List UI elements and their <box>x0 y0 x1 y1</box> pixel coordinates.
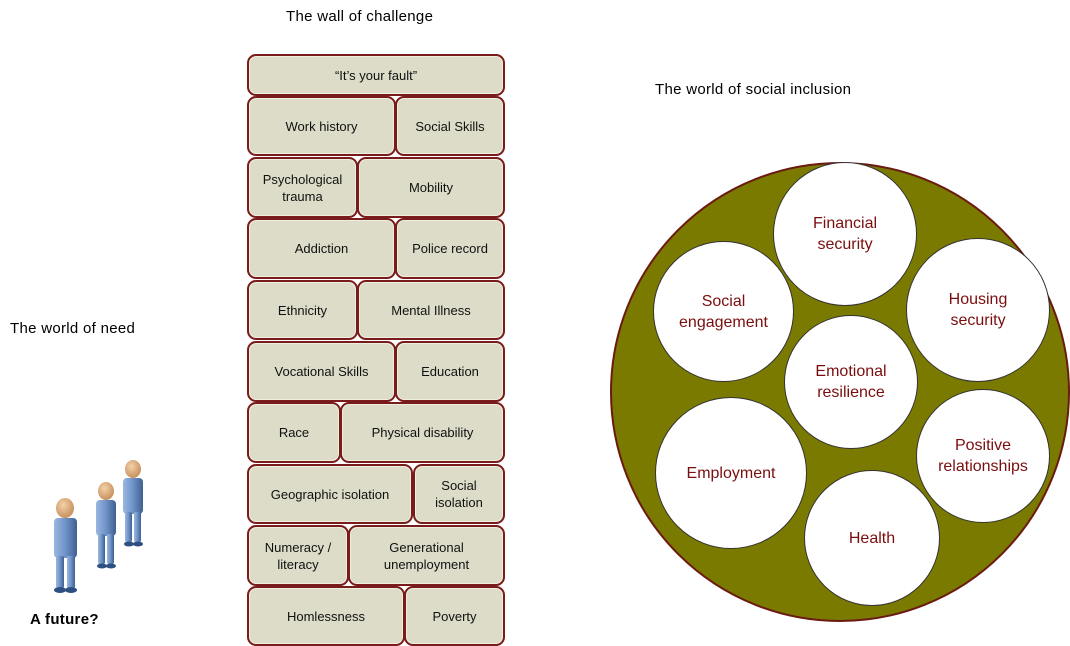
bubble-positive-relationships: Positive relationships <box>916 389 1050 523</box>
brick: Poverty <box>404 586 505 646</box>
future-title: A future? <box>30 611 99 628</box>
brick: Psychological trauma <box>247 157 358 218</box>
bubble-health: Health <box>804 470 940 606</box>
brick: Work history <box>247 96 396 156</box>
brick: Homlessness <box>247 586 405 646</box>
brick: Social Skills <box>395 96 505 156</box>
brick: Social isolation <box>413 464 505 524</box>
inclusion-title: The world of social inclusion <box>655 81 852 98</box>
brick: Race <box>247 402 341 463</box>
brick: Physical disability <box>340 402 505 463</box>
brick: Addiction <box>247 218 396 279</box>
people-group-icon <box>54 460 143 593</box>
brick: Geographic isolation <box>247 464 413 524</box>
brick: Generational unemployment <box>348 525 505 586</box>
bubble-financial-security: Financial security <box>773 162 917 306</box>
brick: Mental Illness <box>357 280 505 340</box>
bubble-housing-security: Housing security <box>906 238 1050 382</box>
brick: Numeracy / literacy <box>247 525 349 586</box>
bubble-emotional-resilience: Emotional resilience <box>784 315 918 449</box>
brick: Ethnicity <box>247 280 358 340</box>
brick: “It’s your fault” <box>247 54 505 96</box>
person-front-icon <box>54 498 77 593</box>
bubble-social-engagement: Social engagement <box>653 241 794 382</box>
brick: Mobility <box>357 157 505 218</box>
brick: Vocational Skills <box>247 341 396 402</box>
person-middle-icon <box>96 482 116 569</box>
brick: Education <box>395 341 505 402</box>
bubble-employment: Employment <box>655 397 807 549</box>
wall-title: The wall of challenge <box>286 8 434 25</box>
need-title: The world of need <box>10 320 136 337</box>
person-back-icon <box>123 460 143 547</box>
brick: Police record <box>395 218 505 279</box>
